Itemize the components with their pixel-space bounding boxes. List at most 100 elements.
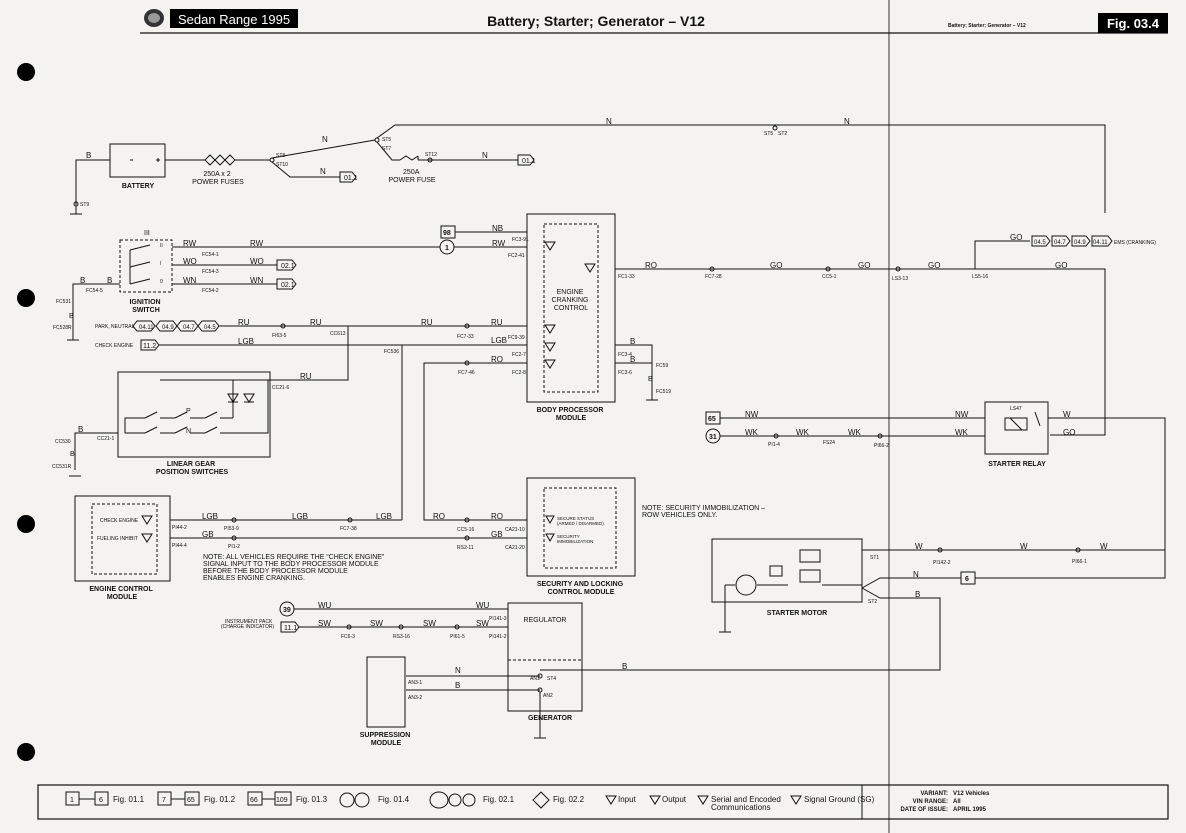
svg-text:98: 98 bbox=[443, 230, 451, 237]
svg-text:Serial and Encoded Commu: Serial and Encoded Communications bbox=[711, 795, 783, 812]
binder-hole bbox=[17, 515, 35, 533]
pin-label: ST9 bbox=[80, 202, 89, 208]
svg-text:Fig. 01.4: Fig. 01.4 bbox=[378, 795, 410, 804]
wire-code: RO bbox=[491, 355, 503, 364]
wire-code: RW bbox=[183, 239, 197, 248]
ref-04-9: 04.9 bbox=[155, 320, 178, 332]
binder-hole bbox=[17, 63, 35, 81]
check-engine-note: NOTE: ALL VEHICLES REQUIRE THE “CHECK EN… bbox=[203, 554, 386, 582]
wire-code: B bbox=[69, 313, 74, 320]
pin-label: PI141-2 bbox=[489, 634, 507, 640]
ignition-switch: III II I 0 IGNITION SWITCH bbox=[119, 230, 173, 314]
wire-code: B bbox=[86, 151, 91, 160]
pin-label: FC7-46 bbox=[458, 370, 475, 376]
pin-label: RS3-16 bbox=[393, 634, 410, 640]
wire-code: W bbox=[1020, 542, 1028, 551]
wire-code: B bbox=[648, 376, 653, 383]
svg-text:6: 6 bbox=[965, 576, 969, 583]
svg-text:02.1: 02.1 bbox=[281, 263, 295, 270]
wire-code: B bbox=[915, 590, 920, 599]
pin-label: RS2-11 bbox=[457, 545, 474, 551]
security-immob-label: SECURITY IMMOBILIZATION bbox=[557, 534, 593, 544]
svg-text:66: 66 bbox=[250, 797, 258, 804]
svg-text:LINEAR GEAR POSITION SWI: LINEAR GEAR POSITION SWITCHES bbox=[156, 461, 229, 476]
svg-text:04.7: 04.7 bbox=[1054, 240, 1066, 246]
wire-code: B bbox=[622, 662, 627, 671]
range-label: Sedan Range 1995 bbox=[178, 12, 290, 27]
page-title-small: Battery; Starter; Generator – V12 bbox=[948, 23, 1026, 29]
pin-label: FC3-91 bbox=[512, 237, 529, 243]
svg-text:04.7: 04.7 bbox=[183, 325, 195, 331]
wire-code: WO bbox=[250, 257, 264, 266]
wire-code: RU bbox=[491, 318, 503, 327]
svg-text:Output: Output bbox=[662, 795, 687, 804]
wire-code: W bbox=[1063, 410, 1071, 419]
pin-label: FS24 bbox=[823, 440, 835, 446]
wire-code: SW bbox=[476, 619, 489, 628]
pin-label: AN3-1 bbox=[408, 680, 422, 686]
power-fuse-line1: 250A bbox=[403, 169, 420, 176]
pin-label: PI141-3 bbox=[489, 616, 507, 622]
svg-text:Fig. 02.1: Fig. 02.1 bbox=[483, 795, 515, 804]
pin-label: FC2-7 bbox=[512, 352, 526, 358]
wire-code: RW bbox=[250, 239, 264, 248]
ref-39: 39 bbox=[279, 601, 295, 617]
ignition-pos-i: I bbox=[160, 261, 161, 267]
svg-text:VARIANT:: VARIANT: bbox=[920, 791, 948, 797]
wire-code: WN bbox=[183, 276, 197, 285]
security-module: SECURE STATUS (ARMED / DISARMED) SECURIT… bbox=[526, 477, 636, 596]
pin-label: AN1 bbox=[530, 676, 540, 682]
ref-65: 65 bbox=[705, 411, 721, 425]
svg-text:65: 65 bbox=[708, 416, 716, 423]
wire-code: B bbox=[80, 276, 85, 285]
svg-text:109: 109 bbox=[276, 797, 288, 804]
svg-text:Input: Input bbox=[618, 795, 637, 804]
ecm-fueling-inhibit: FUELING INHIBIT bbox=[97, 536, 138, 542]
svg-text:04.11: 04.11 bbox=[139, 325, 154, 331]
security-note: NOTE: SECURITY IMMOBILIZATION – ROW VEHI… bbox=[642, 505, 767, 519]
wire-code: NW bbox=[955, 410, 969, 419]
svg-text:7: 7 bbox=[162, 797, 166, 804]
pin-label: ST4 bbox=[547, 676, 556, 682]
ref-t-04-5: 04.5 bbox=[1031, 235, 1051, 247]
wire-code: B bbox=[455, 681, 460, 690]
pin-label: ST5 bbox=[764, 131, 773, 137]
power-fuse-label: 250A POWER FUSE bbox=[388, 169, 435, 184]
output-symbol bbox=[584, 263, 596, 273]
pin-label: CC5-16 bbox=[457, 527, 474, 533]
jaguar-logo bbox=[144, 9, 164, 27]
wire-code: LGB bbox=[292, 512, 308, 521]
svg-text:Fig. 01.3: Fig. 01.3 bbox=[296, 795, 328, 804]
pin-label: FC3-4 bbox=[618, 352, 632, 358]
ref-6: 6 bbox=[960, 571, 976, 585]
wire-code: RU bbox=[300, 372, 312, 381]
wire-code: GO bbox=[1055, 261, 1067, 270]
svg-text:APRIL 1995: APRIL 1995 bbox=[953, 807, 987, 813]
pin-label: FC6-3 bbox=[341, 634, 355, 640]
svg-text:All: All bbox=[953, 799, 961, 805]
pin-label: FC1-33 bbox=[618, 274, 635, 280]
wire-code: GO bbox=[858, 261, 870, 270]
wire-code: B bbox=[70, 451, 75, 458]
starter-motor: STARTER MOTOR bbox=[711, 538, 863, 633]
pin-label: CC530 bbox=[55, 439, 71, 445]
pin-label: ST2 bbox=[778, 131, 787, 137]
linear-gear-switches: LINEAR GEAR POSITION SWITCHES P N bbox=[117, 371, 271, 476]
wire-code: WK bbox=[796, 428, 810, 437]
wire-code: N bbox=[322, 135, 328, 144]
battery-circuit: BATTERY B ST9 250A x 2 POWER FUSES ST8 S… bbox=[70, 117, 1106, 215]
pin-label: CC21-1 bbox=[97, 436, 114, 442]
page-title: Battery; Starter; Generator – V12 bbox=[487, 13, 705, 29]
svg-text:11.2: 11.2 bbox=[143, 343, 156, 350]
pin-label: FC59 bbox=[656, 363, 668, 369]
pin-label: ST2 bbox=[868, 599, 877, 605]
pin-label: FC54-2 bbox=[202, 288, 219, 294]
pin-label: FC531 bbox=[56, 299, 71, 305]
legend: 1 6 Fig. 01.1 7 65 Fig. 01.2 66 109 Fig.… bbox=[37, 784, 1169, 820]
wire-code: W bbox=[1100, 542, 1108, 551]
wire-code: WK bbox=[955, 428, 969, 437]
wire-code: WU bbox=[318, 601, 332, 610]
pin-label: FC2-8 bbox=[512, 370, 526, 376]
power-fuses-label: 250A x 2 POWER FUSES bbox=[192, 171, 244, 186]
ref-02-1-b: 02.1 bbox=[276, 278, 297, 290]
